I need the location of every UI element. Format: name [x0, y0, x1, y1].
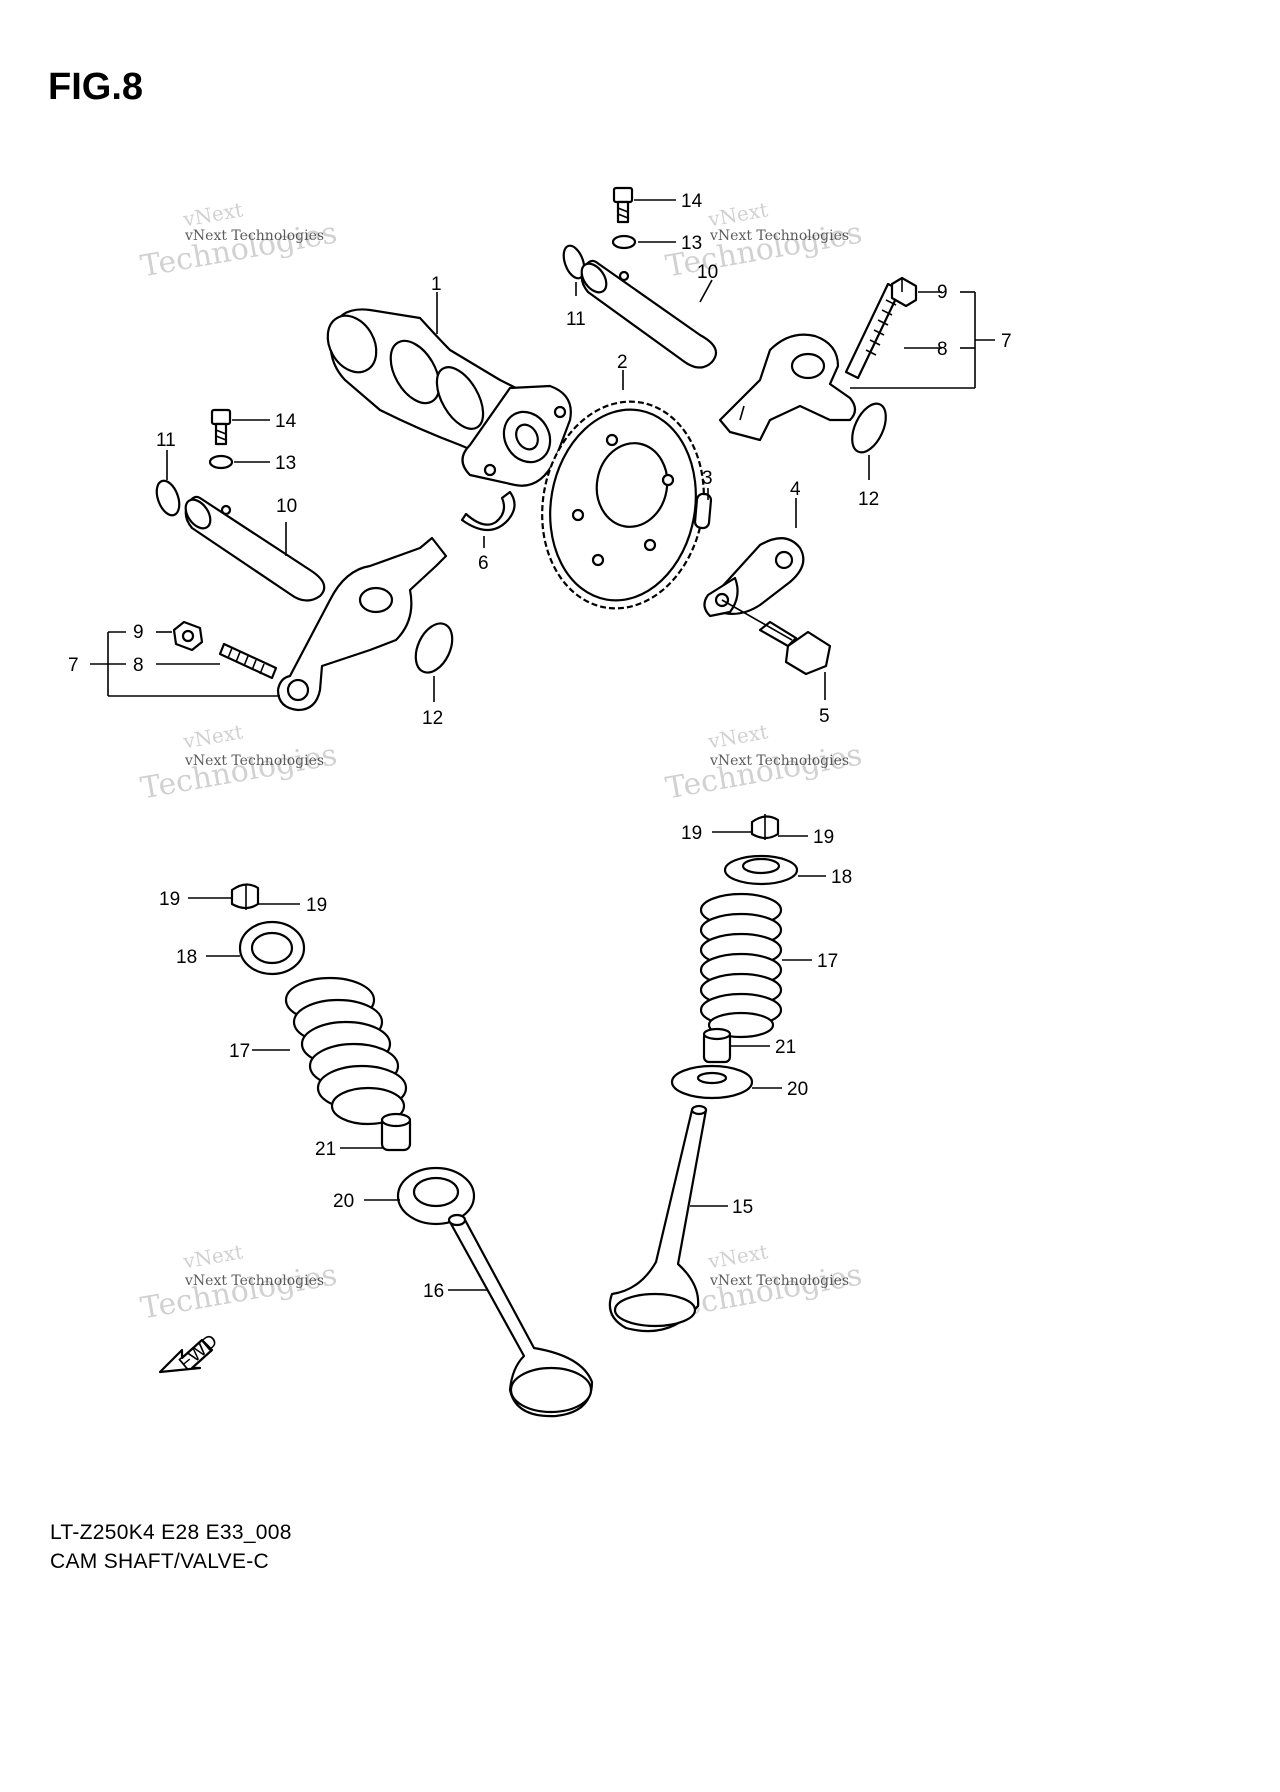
exhaust-valve-15 [608, 1104, 708, 1333]
rocker-shaft-10-left [184, 495, 326, 602]
gasket-12-upper [851, 402, 887, 454]
valve-spring-17-left [284, 976, 408, 1126]
bolt-5 [758, 620, 832, 676]
label-7: 7 [68, 655, 79, 676]
label-18: 18 [831, 867, 852, 888]
label-11: 11 [156, 430, 176, 451]
label-4: 4 [790, 479, 801, 500]
bolt-14-left [210, 408, 232, 446]
watermark-small: vNext [705, 719, 769, 753]
watermark-big: Technologies [138, 1258, 340, 1327]
label-5: 5 [819, 706, 830, 727]
nut-9-left [172, 620, 204, 652]
diagram-name: CAM SHAFT/VALVE-C [50, 1550, 270, 1573]
label-2: 2 [617, 352, 628, 373]
label-10: 10 [697, 262, 718, 283]
bolt-14-upper [612, 186, 634, 224]
sprocket-lock-plate-4 [703, 537, 805, 618]
valve-spring-17-right [699, 892, 783, 1039]
watermark-caption: vNext Technologies [709, 753, 849, 769]
dowel-pin-3 [693, 492, 713, 530]
label-13: 13 [681, 233, 702, 254]
watermark-caption: vNext Technologies [709, 228, 849, 244]
spring-seat-20-right [670, 1064, 754, 1100]
label-8: 8 [133, 655, 144, 676]
cotter-19-right [750, 814, 780, 840]
camshaft-1 [326, 308, 572, 487]
label-9: 9 [937, 282, 948, 303]
watermark-small: vNext [705, 1239, 769, 1273]
washer-13-left [208, 454, 234, 470]
label-20: 20 [333, 1191, 354, 1212]
nut-9-upper [890, 276, 918, 308]
label-19: 19 [813, 827, 834, 848]
label-7: 7 [1001, 331, 1012, 352]
label-1: 1 [431, 274, 442, 295]
label-6: 6 [478, 553, 489, 574]
spring-seat-20-left [396, 1166, 476, 1226]
label-3: 3 [702, 468, 713, 489]
label-18: 18 [176, 947, 197, 968]
label-20: 20 [787, 1079, 808, 1100]
label-12: 12 [858, 489, 879, 510]
rocker-arm-upper [718, 333, 857, 442]
label-21: 21 [775, 1037, 796, 1058]
watermark-small: vNext [705, 197, 769, 231]
adjust-screw-8-left [218, 642, 278, 680]
label-14: 14 [275, 411, 297, 432]
intake-valve-16 [447, 1213, 594, 1418]
label-17: 17 [817, 951, 838, 972]
cotter-19-left [230, 883, 260, 910]
label-9: 9 [133, 622, 144, 643]
diagram-code: LT-Z250K4 E28 E33_008 [50, 1521, 292, 1544]
watermark-small: vNext [180, 197, 244, 231]
label-12: 12 [422, 708, 443, 729]
watermark-caption: vNext Technologies [709, 1273, 849, 1289]
label-15: 15 [732, 1197, 753, 1218]
rocker-arm-left [276, 536, 448, 712]
watermark-caption: vNext Technologies [184, 1273, 324, 1289]
label-8: 8 [937, 339, 948, 360]
watermark-caption: vNext Technologies [184, 228, 324, 244]
label-16: 16 [423, 1281, 444, 1302]
watermark-small: vNext [180, 719, 244, 753]
label-19: 19 [306, 895, 327, 916]
label-17: 17 [229, 1041, 250, 1062]
rocker-shaft-10-upper [580, 259, 718, 369]
circlip-6 [460, 490, 516, 532]
watermark-group: vNext Technologies vNext Technologies vN… [138, 197, 865, 1327]
gasket-12-left [414, 622, 454, 674]
valve-stem-seal-21-right [702, 1027, 732, 1064]
callout-labels: 14 13 10 11 9 8 7 12 1 2 3 4 6 5 14 13 1… [68, 191, 1012, 1302]
watermark-small: vNext [180, 1239, 244, 1273]
label-10: 10 [276, 496, 297, 517]
watermark-big: Technologies [138, 216, 340, 285]
spring-retainer-18-right [723, 854, 799, 886]
label-19: 19 [681, 823, 702, 844]
washer-13-upper [611, 234, 637, 250]
cam-sprocket-2 [541, 400, 705, 610]
watermark-caption: vNext Technologies [184, 753, 324, 769]
label-19: 19 [159, 889, 180, 910]
label-14: 14 [681, 191, 703, 212]
figure-title: FIG.8 [48, 66, 144, 108]
o-ring-11-upper [562, 244, 586, 280]
forward-direction-arrow: FWD [158, 1330, 222, 1374]
spring-retainer-18-left [238, 920, 306, 976]
watermark-big: Technologies [138, 738, 340, 807]
label-11: 11 [566, 309, 586, 330]
valve-stem-seal-21-left [380, 1112, 412, 1152]
watermark-big: Technologies [663, 738, 865, 807]
o-ring-11-left [155, 479, 181, 517]
label-21: 21 [315, 1139, 336, 1160]
label-13: 13 [275, 453, 296, 474]
